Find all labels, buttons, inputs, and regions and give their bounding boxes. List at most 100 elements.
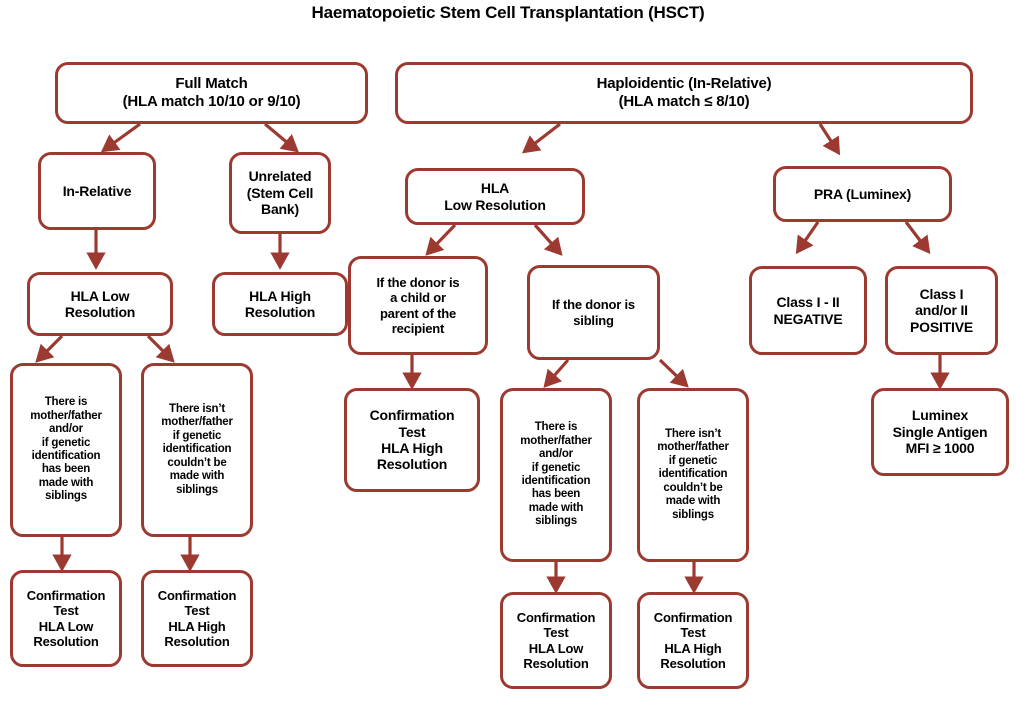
node-confirmation-high-left-line2: Test (184, 603, 210, 619)
node-there-isnt-left-line4: identification (162, 443, 232, 456)
node-there-is-left-line2: mother/father (30, 409, 102, 422)
node-there-isnt-mid-line2: mother/father (657, 441, 729, 454)
node-there-is-left[interactable]: There is mother/father and/or if genetic… (10, 363, 122, 537)
node-there-isnt-mid-line3: if genetic (668, 454, 718, 467)
node-haploidentic-line1: Haploidentic (In-Relative) (596, 75, 772, 93)
node-confirmation-high-left-line3: HLA High (168, 618, 226, 634)
node-there-is-left-line4: if genetic (41, 436, 91, 449)
node-donor-sibling-line2: sibling (573, 312, 614, 328)
node-there-is-mid-line7: made with (528, 501, 584, 514)
node-there-isnt-mid-line6: made with (665, 495, 721, 508)
node-there-is-mid[interactable]: There is mother/father and/or if genetic… (500, 388, 612, 562)
node-class-negative[interactable]: Class I - II NEGATIVE (749, 266, 867, 355)
node-donor-child-or-parent-line3: parent of the (379, 305, 457, 321)
node-confirmation-low-mid-line3: HLA Low (528, 640, 584, 656)
node-confirmation-high-mid-line1: Confirmation (369, 407, 455, 424)
node-class-positive-line1: Class I (919, 285, 964, 302)
node-there-is-mid-line3: and/or (539, 448, 573, 461)
node-donor-child-or-parent-line2: a child or (390, 290, 446, 306)
node-hla-low-resolution-left[interactable]: HLA Low Resolution (27, 272, 173, 336)
node-confirmation-high-left-line1: Confirmation (157, 588, 237, 604)
node-donor-child-or-parent[interactable]: If the donor is a child or parent of the… (348, 256, 488, 355)
node-donor-child-or-parent-line1: If the donor is (376, 275, 460, 291)
node-there-is-left-line5: identification (31, 450, 101, 462)
node-confirmation-low-left[interactable]: Confirmation Test HLA Low Resolution (10, 570, 122, 667)
node-haploidentic[interactable]: Haploidentic (In-Relative) (HLA match ≤ … (395, 62, 973, 124)
node-there-is-mid-line1: There is (534, 421, 578, 434)
node-class-positive-line2: and/or II (915, 302, 968, 319)
node-pra-luminex[interactable]: PRA (Luminex) (773, 166, 952, 222)
node-luminex-single-antigen[interactable]: Luminex Single Antigen MFI ≥ 1000 (871, 388, 1009, 476)
node-there-isnt-left-line1: There isn’t (169, 402, 225, 415)
node-there-isnt-left-line5: couldn’t be (167, 456, 227, 469)
node-donor-child-or-parent-line4: recipient (391, 320, 445, 336)
node-confirmation-low-mid-line4: Resolution (523, 655, 589, 671)
node-there-is-mid-line2: mother/father (520, 434, 592, 447)
node-hla-high-resolution-left-line2: Resolution (244, 304, 316, 320)
node-there-isnt-left-line3: if genetic (172, 429, 222, 442)
node-class-positive[interactable]: Class I and/or II POSITIVE (885, 266, 998, 355)
node-there-isnt-left-line7: siblings (176, 483, 218, 496)
node-unrelated-line3: Bank) (261, 201, 299, 218)
page-title: Haematopoietic Stem Cell Transplantation… (311, 3, 705, 22)
node-class-positive-line3: POSITIVE (910, 318, 973, 335)
node-luminex-single-antigen-line1: Luminex (911, 407, 969, 424)
node-hla-high-resolution-left-line1: HLA High (249, 287, 311, 304)
node-full-match-line2: (HLA match 10/10 or 9/10) (122, 93, 301, 110)
node-there-isnt-mid-line5: couldn’t be (663, 481, 723, 494)
node-there-isnt-left[interactable]: There isn’t mother/father if genetic ide… (141, 363, 253, 537)
node-class-negative-line2: NEGATIVE (773, 310, 843, 327)
node-confirmation-low-left-line4: Resolution (33, 633, 99, 649)
node-there-is-mid-line8: siblings (535, 515, 577, 528)
node-confirmation-high-mid2-line1: Confirmation (653, 610, 733, 626)
node-there-is-left-line8: siblings (45, 490, 87, 503)
node-in-relative-line1: In-Relative (62, 182, 132, 199)
node-hla-low-resolution-mid[interactable]: HLA Low Resolution (405, 168, 585, 225)
node-there-is-mid-line5: identification (521, 475, 591, 487)
node-donor-sibling-line1: If the donor is (552, 297, 635, 313)
node-there-isnt-left-line6: made with (169, 470, 225, 483)
node-confirmation-low-left-line2: Test (53, 603, 79, 619)
node-there-is-mid-line4: if genetic (531, 461, 581, 474)
node-there-is-mid-line6: has been (531, 488, 581, 501)
node-in-relative[interactable]: In-Relative (38, 152, 156, 230)
node-class-negative-line1: Class I - II (776, 294, 840, 311)
node-haploidentic-line2: (HLA match ≤ 8/10) (618, 93, 750, 110)
node-luminex-single-antigen-line3: MFI ≥ 1000 (905, 440, 975, 457)
node-full-match[interactable]: Full Match (HLA match 10/10 or 9/10) (55, 62, 368, 124)
node-donor-sibling[interactable]: If the donor is sibling (527, 265, 660, 360)
node-confirmation-high-mid[interactable]: Confirmation Test HLA High Resolution (344, 388, 480, 492)
node-there-isnt-mid-line7: siblings (672, 508, 714, 521)
node-confirmation-high-left[interactable]: Confirmation Test HLA High Resolution (141, 570, 253, 667)
node-hla-high-resolution-left[interactable]: HLA High Resolution (212, 272, 348, 336)
node-there-isnt-mid-line4: identification (658, 468, 728, 481)
node-confirmation-high-mid2[interactable]: Confirmation Test HLA High Resolution (637, 592, 749, 689)
node-confirmation-high-mid-line2: Test (398, 423, 426, 440)
node-unrelated[interactable]: Unrelated (Stem Cell Bank) (229, 152, 331, 234)
node-there-is-left-line3: and/or (49, 423, 83, 436)
node-hla-low-resolution-mid-line2: Low Resolution (444, 196, 546, 213)
node-confirmation-high-mid2-line2: Test (680, 625, 706, 641)
node-full-match-line1: Full Match (175, 75, 248, 93)
node-there-is-left-line1: There is (44, 396, 88, 409)
node-there-is-left-line6: has been (41, 463, 91, 476)
node-confirmation-low-left-line1: Confirmation (26, 588, 106, 604)
node-there-is-left-line7: made with (38, 476, 94, 489)
node-hla-low-resolution-left-line2: Resolution (64, 304, 136, 320)
node-confirmation-high-left-line4: Resolution (164, 633, 230, 649)
node-hla-low-resolution-left-line1: HLA Low (70, 287, 130, 304)
node-there-isnt-mid-line1: There isn’t (665, 427, 721, 440)
node-hla-low-resolution-mid-line1: HLA (480, 180, 510, 197)
node-pra-luminex-line1: PRA (Luminex) (813, 185, 912, 202)
node-confirmation-low-left-line3: HLA Low (38, 618, 94, 634)
node-there-isnt-left-line2: mother/father (161, 416, 233, 429)
node-unrelated-line1: Unrelated (248, 168, 312, 185)
node-luminex-single-antigen-line2: Single Antigen (892, 423, 988, 440)
node-confirmation-low-mid[interactable]: Confirmation Test HLA Low Resolution (500, 592, 612, 689)
node-confirmation-high-mid-line3: HLA High (381, 440, 443, 456)
node-confirmation-low-mid-line2: Test (543, 625, 569, 641)
node-there-isnt-mid[interactable]: There isn’t mother/father if genetic ide… (637, 388, 749, 562)
node-unrelated-line2: (Stem Cell (246, 184, 314, 201)
node-confirmation-high-mid2-line4: Resolution (660, 655, 726, 671)
